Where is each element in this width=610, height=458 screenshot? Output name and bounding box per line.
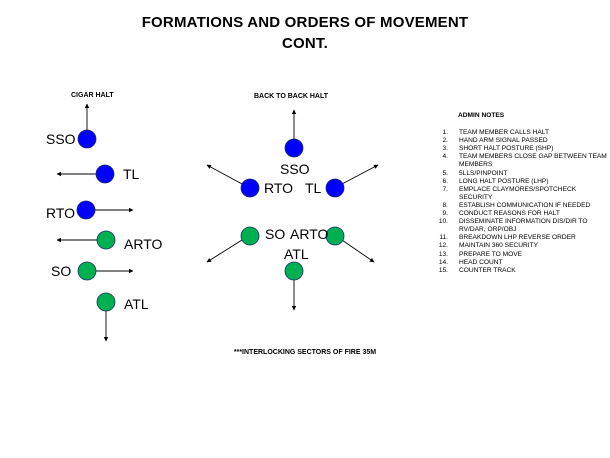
b2b-rto-label: RTO <box>264 180 294 196</box>
admin-notes-list: 1. TEAM MEMBER CALLS HALT 2. HAND ARM SIGNA… <box>438 129 608 275</box>
admin-notes: ADMIN NOTES 1. TEAM MEMBER CALLS HALT 2. HA… <box>438 112 608 275</box>
admin-note-item: 8. ESTABLISH COMMUNICATION IF NEEDED <box>438 202 608 210</box>
b2b-so-label: SO <box>265 226 286 242</box>
admin-note-text: SHORT HALT POSTURE (SHP) <box>459 145 554 153</box>
b2b-tl-circle <box>325 178 345 198</box>
admin-note-number: 11. <box>439 234 448 242</box>
admin-note-text: TEAM MEMBER CALLS HALT <box>459 129 550 137</box>
b2b-rto-circle <box>240 178 260 198</box>
cigar-arto-label: ARTO <box>124 236 163 252</box>
b2b-arto-label: ARTO <box>290 226 329 242</box>
admin-note-number: 12. <box>438 242 448 250</box>
b2b-so-arrow <box>206 239 243 263</box>
admin-note-number: 10. <box>438 218 448 226</box>
admin-note-number: 7. <box>442 185 449 193</box>
admin-note-number: 13. <box>438 250 448 258</box>
admin-note-item: 13. PREPARE TO MOVE <box>438 251 608 259</box>
admin-note-text: BREAKDOWN LHP REVERSE ORDER <box>459 234 576 242</box>
b2b-rto-arrow <box>206 164 243 185</box>
admin-note-number: 15. <box>438 266 448 274</box>
admin-note-text: TEAM MEMBERS CLOSE GAP BETWEEN TEAM MEMB… <box>459 153 607 169</box>
admin-note-text: LONG HALT POSTURE (LHP) <box>459 177 549 185</box>
admin-note-text: CONDUCT REASONS FOR HALT <box>459 210 560 218</box>
cigar-sso-circle <box>77 129 97 149</box>
slide-title-line2: CONT. <box>282 35 328 52</box>
admin-note-text: COUNTER TRACK <box>459 266 516 274</box>
b2b-tl-label: TL <box>305 180 322 196</box>
admin-note-text: ESTABLISH COMMUNICATION IF NEEDED <box>459 201 591 209</box>
admin-notes-heading: ADMIN NOTES <box>458 112 505 119</box>
admin-note-item: 12. MAINTAIN 360 SECURITY <box>438 242 608 250</box>
admin-note-text: PREPARE TO MOVE <box>459 250 523 258</box>
cigar-so-circle <box>77 261 97 281</box>
admin-note-item: 2. HAND ARM SIGNAL PASSED <box>438 137 608 145</box>
admin-note-item: 15. COUNTER TRACK <box>438 267 608 275</box>
admin-note-item: 9. CONDUCT REASONS FOR HALT <box>438 210 608 218</box>
b2b-atl-label: ATL <box>284 246 309 262</box>
admin-note-number: 6. <box>442 177 449 185</box>
admin-note-item: 1. TEAM MEMBER CALLS HALT <box>438 129 608 137</box>
admin-note-text: MAINTAIN 360 SECURITY <box>459 242 539 250</box>
admin-note-item: 10. DISSEMINATE INFORMATION DIS/DIR TO RV… <box>438 218 608 234</box>
admin-note-text: HAND ARM SIGNAL PASSED <box>459 137 548 145</box>
interlocking-sectors-note: ***INTERLOCKING SECTORS OF FIRE 35M <box>233 349 377 356</box>
admin-note-text: HEAD COUNT <box>459 258 503 266</box>
admin-note-number: 9. <box>442 210 449 218</box>
admin-note-item: 4. TEAM MEMBERS CLOSE GAP BETWEEN TEAM ME… <box>438 153 608 169</box>
cigar-tl-label: TL <box>123 166 140 182</box>
b2b-halt-heading: BACK TO BACK HALT <box>254 93 329 100</box>
cigar-arto-circle <box>96 230 116 250</box>
admin-note-number: 5. <box>442 169 449 177</box>
cigar-rto-circle <box>76 200 96 220</box>
cigar-rto-label: RTO <box>46 205 76 221</box>
admin-note-item: 7. EMPLACE CLAYMORES/SPOTCHECK SECURITY <box>438 186 608 202</box>
b2b-sso-label: SSO <box>280 161 310 177</box>
admin-note-text: EMPLACE CLAYMORES/SPOTCHECK SECURITY <box>459 185 577 201</box>
b2b-atl-circle <box>284 261 304 281</box>
admin-note-item: 3. SHORT HALT POSTURE (SHP) <box>438 145 608 153</box>
slide-title-line1: FORMATIONS AND ORDERS OF MOVEMENT <box>141 14 469 31</box>
b2b-arto-circle <box>325 226 345 246</box>
admin-note-number: 4. <box>442 153 449 161</box>
admin-note-number: 1. <box>442 129 449 137</box>
admin-note-number: 14. <box>438 258 448 266</box>
admin-note-item: 11. BREAKDOWN LHP REVERSE ORDER <box>438 234 608 242</box>
b2b-tl-arrow <box>341 164 379 185</box>
cigar-so-label: SO <box>51 263 72 279</box>
b2b-so-circle <box>240 226 260 246</box>
admin-note-number: 2. <box>442 137 449 145</box>
cigar-atl-label: ATL <box>124 296 149 312</box>
cigar-tl-circle <box>95 164 115 184</box>
admin-note-number: 3. <box>442 145 449 153</box>
cigar-atl-circle <box>96 292 116 312</box>
admin-note-text: DISSEMINATE INFORMATION DIS/DIR TO RV/DA… <box>459 218 588 234</box>
admin-note-number: 8. <box>442 201 449 209</box>
b2b-arto-arrow <box>341 239 375 263</box>
admin-note-item: 14. HEAD COUNT <box>438 259 608 267</box>
admin-note-item: 5. 5LLS/PINPOINT <box>438 170 608 178</box>
b2b-sso-circle <box>284 138 304 158</box>
cigar-sso-label: SSO <box>46 131 76 147</box>
cigar-halt-heading: CIGAR HALT <box>71 92 114 99</box>
admin-note-text: 5LLS/PINPOINT <box>459 169 508 177</box>
admin-note-item: 6. LONG HALT POSTURE (LHP) <box>438 178 608 186</box>
